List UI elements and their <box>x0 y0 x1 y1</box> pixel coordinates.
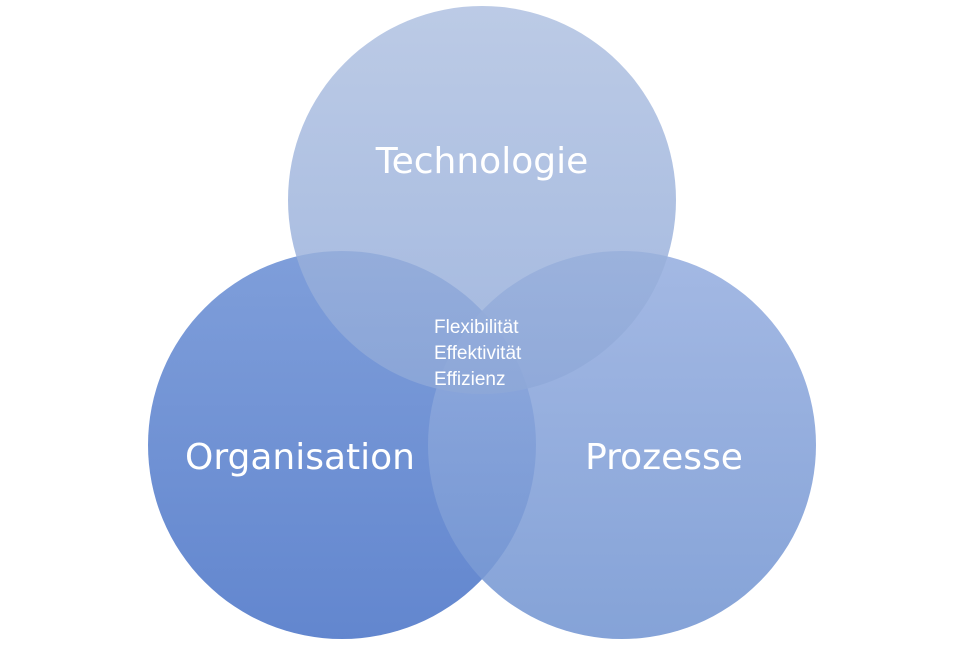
center-item-effektivitaet: Effektivität <box>434 343 522 364</box>
label-organisation: Organisation <box>185 437 415 478</box>
label-prozesse: Prozesse <box>585 437 743 478</box>
label-technologie: Technologie <box>375 141 589 182</box>
circle-technologie <box>288 6 676 394</box>
center-item-flexibilitaet: Flexibilität <box>434 317 519 338</box>
center-item-effizienz: Effizienz <box>434 369 505 390</box>
